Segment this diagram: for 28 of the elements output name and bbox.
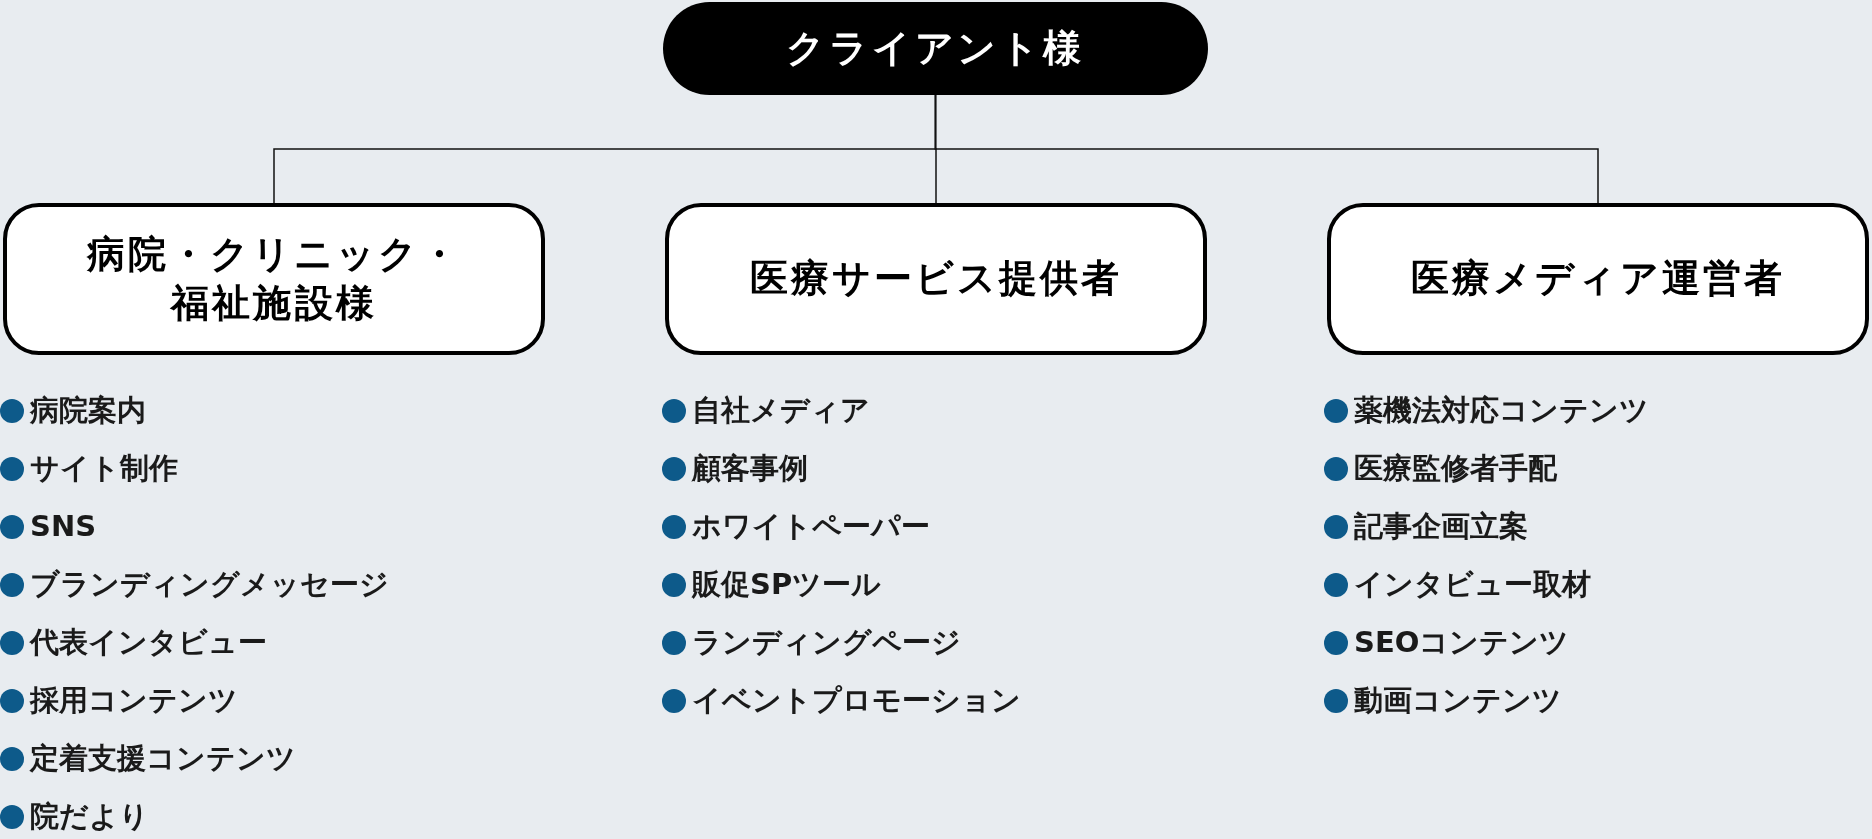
list-item: インタビュー取材 [1354, 566, 1591, 604]
list-item: ホワイトペーパー [692, 508, 930, 546]
connector-line [934, 94, 1599, 204]
list-item: ランディングページ [692, 624, 961, 662]
list-item: SEOコンテンツ [1354, 624, 1570, 662]
category-box [665, 203, 1207, 355]
list-item: 病院案内 [30, 392, 146, 430]
list-item: ブランディングメッセージ [30, 566, 389, 604]
category-box [3, 203, 545, 355]
category-title: 医療サービス提供者 [749, 255, 1123, 303]
list-item: 記事企画立案 [1354, 508, 1528, 546]
category-box [1327, 203, 1869, 355]
category-title: 病院・クリニック・福祉施設様 [85, 230, 463, 327]
list-item: 自社メディア [692, 392, 870, 430]
list-item: 動画コンテンツ [1354, 682, 1562, 720]
list-item: サイト制作 [30, 450, 178, 488]
list-item: 薬機法対応コンテンツ [1354, 392, 1649, 430]
list-item: 定着支援コンテンツ [30, 740, 296, 778]
list-item: 販促SPツール [692, 566, 882, 604]
list-item: イベントプロモーション [692, 682, 1021, 720]
root-title: クライアント様 [786, 25, 1085, 72]
list-item: 代表インタビュー [30, 624, 267, 662]
list-item: 医療監修者手配 [1354, 450, 1557, 488]
category-title: 医療メディア運営者 [1411, 255, 1785, 303]
list-item: SNS [30, 508, 97, 546]
list-item: 採用コンテンツ [30, 682, 238, 720]
list-item: 院だより [30, 798, 149, 836]
list-item: 顧客事例 [692, 450, 808, 488]
